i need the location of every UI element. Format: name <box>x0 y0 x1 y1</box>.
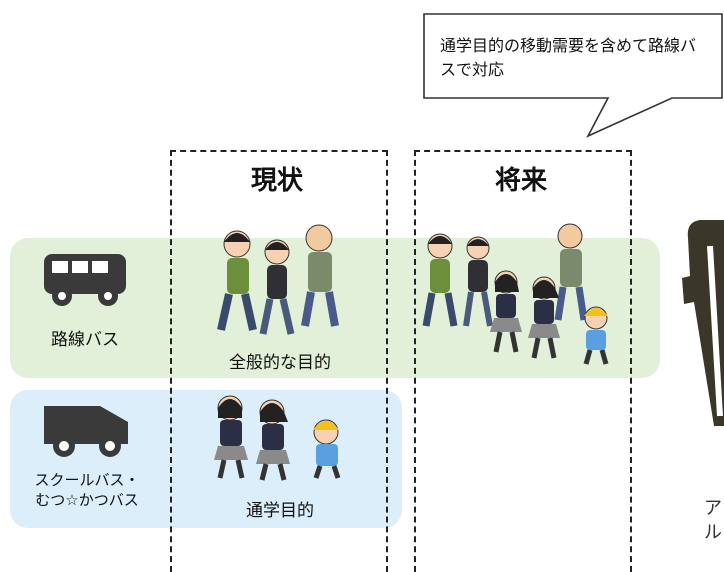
students-illustration <box>214 395 341 481</box>
callout-text: 通学目的の移動需要を含めて路線バスで対応 <box>440 36 697 79</box>
future-column-title: 将来 <box>494 166 547 196</box>
school-bus-label-line1: スクールバス・ <box>34 471 140 489</box>
bus-icon <box>44 254 126 306</box>
current-column-title: 現状 <box>250 166 303 196</box>
route-bus-purpose: 全般的な目的 <box>229 353 331 373</box>
school-bus-purpose: 通学目的 <box>246 501 314 521</box>
future-people-illustration <box>422 223 609 365</box>
callout-bubble <box>423 13 723 138</box>
school-bus-label: スクールバス・ むつ☆かつバス <box>12 470 162 510</box>
route-bus-label: 路線バス <box>51 330 119 350</box>
school-bus-label-line2: むつ☆かつバス <box>35 491 139 509</box>
edge-text-line2: ル <box>704 522 722 543</box>
door-icon <box>682 220 724 426</box>
current-column-frame <box>170 150 388 572</box>
edge-text-line1: ア <box>704 498 722 519</box>
school-bus-icon <box>44 406 128 457</box>
people-illustration <box>217 224 339 335</box>
future-column-frame <box>414 150 632 572</box>
